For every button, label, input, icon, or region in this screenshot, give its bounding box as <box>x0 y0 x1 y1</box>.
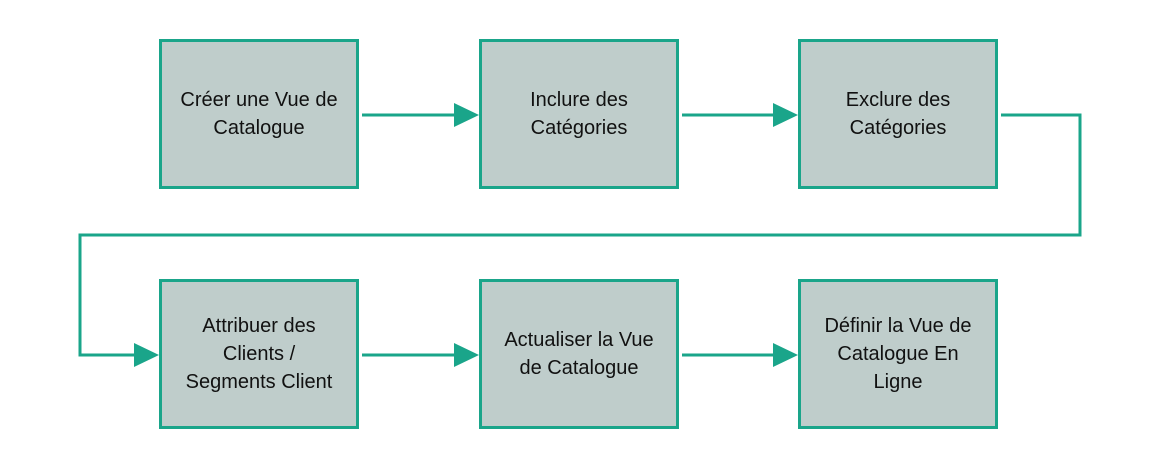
step-label: Inclure des Catégories <box>530 89 628 139</box>
connector-step3-step4 <box>78 113 1082 357</box>
arrowhead-step6 <box>773 343 798 367</box>
step-box-set-online-catalog-view: Définir la Vue de Catalogue En Ligne <box>798 279 998 429</box>
step-box-include-categories: Inclure des Catégories <box>479 39 679 189</box>
step-box-exclude-categories: Exclure des Catégories <box>798 39 998 189</box>
step-label: Attribuer des Clients / Segments Client <box>185 315 333 393</box>
arrowhead-step3 <box>773 103 798 127</box>
step-box-create-catalog-view: Créer une Vue de Catalogue <box>159 39 359 189</box>
step-box-assign-customers: Attribuer des Clients / Segments Client <box>159 279 359 429</box>
arrowhead-step2 <box>454 103 479 127</box>
step-label: Exclure des Catégories <box>845 89 951 139</box>
arrowhead-step4 <box>134 343 159 367</box>
step-label: Créer une Vue de Catalogue <box>180 89 338 139</box>
step-label: Actualiser la Vue de Catalogue <box>504 329 654 379</box>
step-label: Définir la Vue de Catalogue En Ligne <box>824 315 972 393</box>
step-box-refresh-catalog-view: Actualiser la Vue de Catalogue <box>479 279 679 429</box>
arrowhead-step5 <box>454 343 479 367</box>
